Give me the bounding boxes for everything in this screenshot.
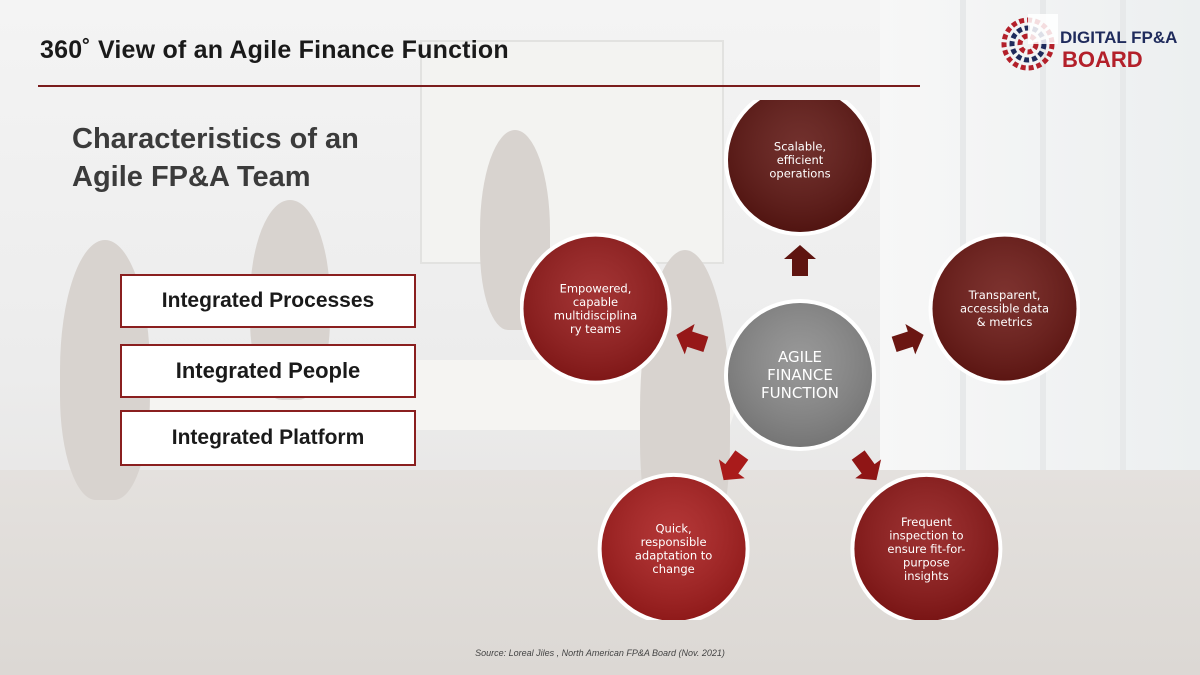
center-label: FINANCE [767,366,833,384]
node-label: capable [573,295,618,309]
node-label: ry teams [570,322,621,336]
arrow-icon [784,245,816,276]
node-label: purpose [903,555,950,569]
background-floor [0,470,1200,675]
section-heading: Characteristics of an Agile FP&A Team [72,123,359,193]
node-label: & metrics [977,315,1033,329]
arrow-icon [718,450,749,481]
arrow-icon [676,323,709,355]
agile-finance-cycle-diagram: Scalable,efficientoperationsTransparent,… [520,100,1080,620]
node-label: adaptation to [635,549,712,563]
digital-fpa-board-logo: DIGITAL FP&A BOARD [998,14,1188,84]
node-label: change [652,562,694,576]
logo-mark-icon [1001,14,1058,71]
background-window-frame [1040,0,1046,470]
node-label: Empowered, [560,281,632,295]
node-label: ensure fit-for- [887,542,965,556]
arrow-icon [851,450,882,481]
node-label: Quick, [656,522,692,536]
node-label: Scalable, [774,140,826,154]
node-label: responsible [641,535,707,549]
node-label: inspection to [889,528,963,542]
logo-text-digital-fpa: DIGITAL FP&A [1060,28,1178,47]
pillar-integrated-platform: Integrated Platform [120,410,416,466]
arrow-icon [891,323,924,355]
node-label: Transparent, [968,288,1041,302]
transparent-data-node: Transparent,accessible data& metrics [928,232,1080,385]
node-label: efficient [777,153,824,167]
node-label: multidisciplina [554,308,637,322]
pillar-integrated-people: Integrated People [120,344,416,398]
pillar-integrated-processes: Integrated Processes [120,274,416,328]
source-citation: Source: Loreal Jiles , North American FP… [475,648,725,658]
slide-title: 360˚ View of an Agile Finance Function [40,36,509,64]
background-whiteboard [420,40,724,264]
background-window-frame [960,0,966,470]
node-label: accessible data [960,302,1049,316]
background-window-frame [1120,0,1126,470]
node-label: Frequent [901,515,952,529]
node-label: operations [769,167,830,181]
center-label: FUNCTION [761,384,839,402]
title-divider [38,85,920,87]
node-label: insights [904,569,949,583]
center-label: AGILE [778,348,822,366]
logo-text-board: BOARD [1062,47,1143,72]
